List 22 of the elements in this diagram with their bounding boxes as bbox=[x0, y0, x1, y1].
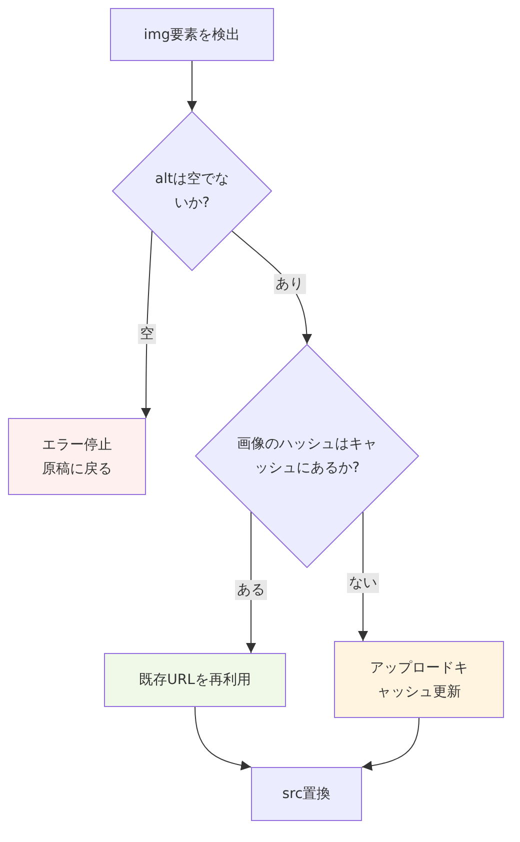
edge-label: 空 bbox=[138, 324, 156, 344]
node-text: 画像のハッシュはキャッシュにあるか? bbox=[236, 435, 378, 478]
edge-label: ない bbox=[347, 572, 379, 593]
arrow bbox=[187, 60, 197, 112]
decision-diamond bbox=[195, 344, 419, 568]
edge-label: ある bbox=[235, 580, 267, 600]
node-text: 既存URLを再利用 bbox=[138, 671, 252, 690]
decision-diamond bbox=[112, 111, 272, 271]
arrow bbox=[141, 230, 152, 418]
node-text: src置換 bbox=[281, 785, 332, 804]
process-box bbox=[251, 767, 362, 821]
process-box bbox=[104, 653, 286, 707]
node-text: アップロードキャッシュ更新 bbox=[369, 658, 469, 702]
arrow bbox=[194, 706, 252, 770]
node-text: altは空でないか? bbox=[154, 170, 230, 213]
process-box bbox=[8, 418, 146, 495]
edge-label: あり bbox=[274, 274, 306, 294]
node-text: エラー停止原稿に戻る bbox=[41, 436, 113, 478]
process-box bbox=[110, 8, 274, 61]
process-box bbox=[334, 641, 504, 718]
node-text: img要素を検出 bbox=[142, 26, 242, 44]
arrow bbox=[362, 718, 420, 771]
